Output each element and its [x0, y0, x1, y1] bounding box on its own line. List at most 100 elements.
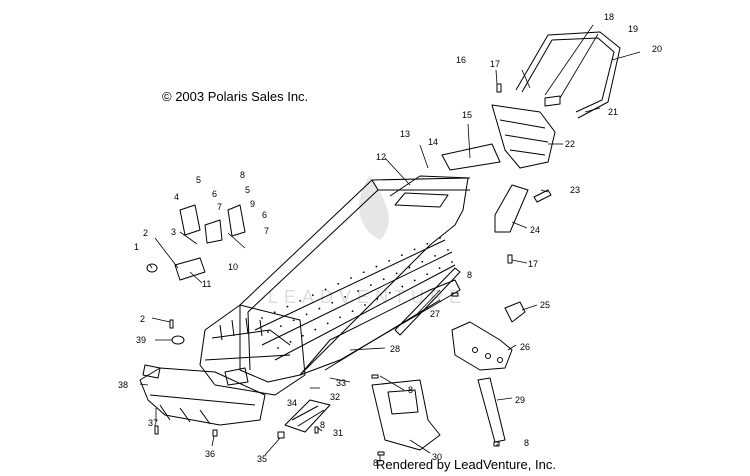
rivet-dot: [408, 266, 411, 269]
rivet-dot: [434, 254, 437, 257]
callout-19: 19: [628, 24, 638, 34]
rail-27: [394, 267, 461, 336]
rivet-dot: [376, 297, 379, 300]
rivet-dot: [326, 322, 329, 325]
callout-33: 33: [336, 378, 346, 388]
rivet-dot: [301, 334, 304, 337]
bracket-24: [494, 184, 529, 233]
rivet-dot: [292, 319, 295, 322]
callout-36: 36: [205, 449, 215, 459]
rivet-dot: [447, 249, 449, 251]
callout-labels: 1 2 3 4 5 6 7 8 5 9 6 7 10 11 12 13 14 1…: [118, 12, 662, 468]
callout-17: 17: [528, 259, 538, 269]
rivet-dot: [388, 259, 391, 262]
footrest-31: [284, 399, 331, 433]
rivet-dot: [413, 248, 416, 251]
callout-4: 4: [174, 192, 179, 202]
callout-8: 8: [373, 458, 378, 468]
rivet-dot: [438, 267, 441, 270]
rivet-dot: [351, 310, 354, 313]
rivet-dots: [261, 237, 453, 349]
callout-15: 15: [462, 110, 472, 120]
callout-26: 26: [520, 342, 530, 352]
strip-29: [477, 377, 506, 443]
watermark-text: LEADVENTURE: [268, 287, 467, 307]
callout-34: 34: [287, 398, 297, 408]
callout-29: 29: [515, 395, 525, 405]
rivet-dot: [426, 273, 429, 276]
callout-5: 5: [196, 175, 201, 185]
callout-27: 27: [430, 309, 440, 319]
callout-38: 38: [118, 380, 128, 390]
rendered-by-footer: Rendered by LeadVenture, Inc.: [376, 457, 556, 472]
callout-6: 6: [212, 189, 217, 199]
rivet-dot: [314, 328, 317, 331]
copyright-notice: © 2003 Polaris Sales Inc.: [162, 89, 309, 104]
rivet-dot: [382, 278, 385, 281]
callout-17: 17: [490, 59, 500, 69]
callout-8: 8: [408, 385, 413, 395]
callout-6: 6: [262, 210, 267, 220]
callout-35: 35: [257, 454, 267, 464]
front-lower-bumper: [139, 364, 266, 426]
callout-3: 3: [171, 227, 176, 237]
lower-plate-30: [371, 379, 441, 451]
pin-25: [504, 301, 526, 323]
callout-16: 16: [456, 55, 466, 65]
rivet-dot: [388, 291, 391, 294]
callout-30: 30: [432, 452, 442, 462]
rivet-dot: [426, 242, 429, 245]
callout-31: 31: [333, 428, 343, 438]
chassis-tunnel: [239, 175, 471, 383]
rear-grab-bar: [515, 31, 621, 119]
rivet-dot: [331, 301, 334, 304]
callout-32: 32: [330, 392, 340, 402]
rivet-dot: [337, 282, 340, 285]
rivet-dot: [421, 260, 424, 263]
callout-24: 24: [530, 225, 540, 235]
callout-7: 7: [217, 202, 222, 212]
bracket-26: [451, 321, 513, 371]
rivet-dot: [451, 261, 453, 263]
callout-37: 37: [148, 418, 158, 428]
callout-12: 12: [376, 152, 386, 162]
rivet-dot: [299, 299, 302, 302]
callout-23: 23: [570, 185, 580, 195]
callout-2: 2: [143, 228, 148, 238]
side-rail: [299, 279, 461, 376]
callout-18: 18: [604, 12, 614, 22]
rivet-dot: [273, 311, 276, 314]
rivet-dot: [357, 290, 359, 292]
rivet-dot: [279, 325, 282, 328]
callout-21: 21: [608, 107, 618, 117]
bolt-23: [533, 189, 552, 203]
rivet-dot: [267, 331, 269, 333]
callout-13: 13: [400, 129, 410, 139]
rivet-dot: [400, 254, 403, 257]
callout-10: 10: [228, 262, 238, 272]
callout-7: 7: [264, 226, 269, 236]
rivet-dot: [261, 317, 263, 319]
rivet-dot: [401, 285, 404, 288]
callout-8: 8: [240, 170, 245, 180]
rivet-dot: [439, 237, 441, 239]
rivet-dot: [277, 347, 279, 349]
rivet-dot: [324, 288, 327, 291]
rivet-dot: [311, 294, 314, 297]
rivet-dot: [339, 316, 342, 319]
callout-5: 5: [245, 185, 250, 195]
rivet-dot: [318, 307, 321, 310]
rivet-dot: [350, 277, 352, 279]
flap-panel-15: [441, 143, 501, 171]
fasteners: [154, 83, 513, 456]
callout-8: 8: [524, 438, 529, 448]
rivet-dot: [286, 305, 289, 308]
callout-9: 9: [250, 199, 255, 209]
callout-20: 20: [652, 44, 662, 54]
rivet-dot: [305, 313, 308, 316]
snow-flap-22: [491, 104, 556, 169]
callout-2: 2: [140, 314, 145, 324]
callout-11: 11: [202, 279, 211, 289]
